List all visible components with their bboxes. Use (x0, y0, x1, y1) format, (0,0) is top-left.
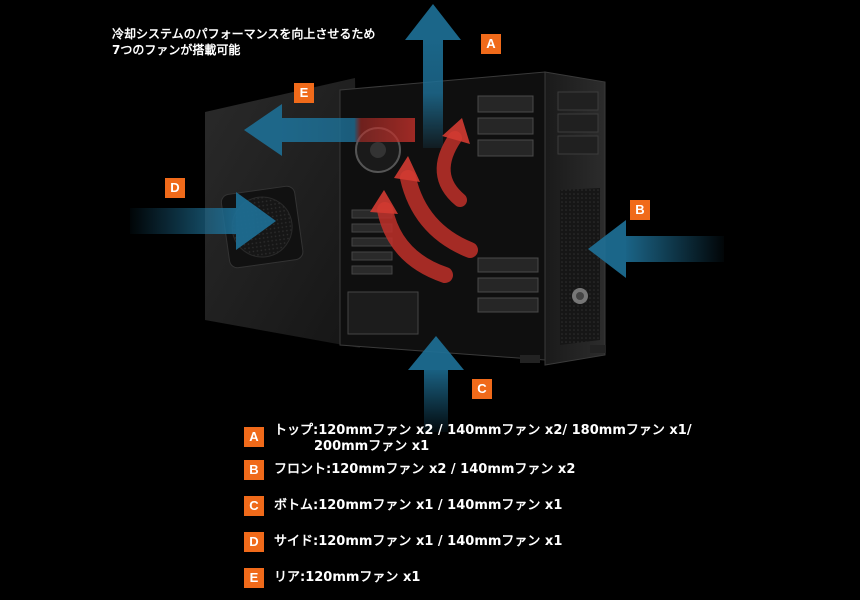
legend-badge-a: A (244, 427, 264, 447)
legend-badge-b: B (244, 460, 264, 480)
badge-b: B (630, 200, 650, 220)
psu-bay (347, 291, 419, 335)
airflow-arrow-b (588, 220, 724, 278)
badge-a: A (481, 34, 501, 54)
legend-badge-d: D (244, 532, 264, 552)
front-mesh (560, 188, 600, 345)
legend-text-d: サイド:120mmファン x1 / 140mmファン x1 (274, 534, 563, 549)
badge-d: D (165, 178, 185, 198)
brand-logo (572, 288, 588, 304)
airflow-arrow-e (244, 104, 415, 156)
airflow-arrow-a (405, 4, 461, 148)
legend-text-a-cont: 200mmファン x1 (314, 439, 430, 454)
front-drive-bays (557, 91, 599, 155)
drive-cage (477, 95, 539, 313)
internal-airflow (377, 131, 478, 283)
legend-badge-c: C (244, 496, 264, 516)
headline-line-2: 7つのファンが搭載可能 (112, 43, 241, 57)
legend-text-b: フロント:120mmファン x2 / 140mmファン x2 (274, 462, 576, 477)
legend-badge-e: E (244, 568, 264, 588)
airflow-arrow-c (408, 336, 464, 432)
legend-text-e: リア:120mmファン x1 (274, 570, 421, 585)
airflow-arrow-d (130, 192, 276, 250)
headline-line-1: 冷却システムのパフォーマンスを向上させるため (112, 27, 376, 41)
legend-text-a: トップ:120mmファン x2 / 140mmファン x2/ 180mmファン … (274, 423, 692, 438)
legend-text-c: ボトム:120mmファン x1 / 140mmファン x1 (274, 498, 563, 513)
badge-c: C (472, 379, 492, 399)
headline: 冷却システムのパフォーマンスを向上させるため 7つのファンが搭載可能 (112, 26, 375, 58)
badge-e: E (294, 83, 314, 103)
expansion-slots (351, 209, 393, 275)
